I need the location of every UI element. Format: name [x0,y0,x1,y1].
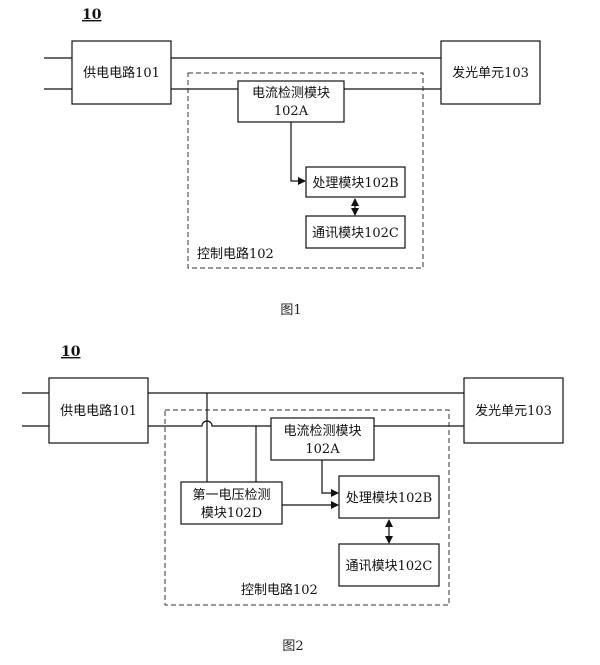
fig1-reference-number: 10 [82,7,102,23]
fig1-power-supply-label: 供电电路101 [83,65,160,81]
figure-1: 10 供电电路101 发光单元103 电流检测模块 102A 处理模块102B … [44,7,541,318]
fig2-comm-box [338,543,440,587]
fig1-light-unit-label: 发光单元103 [452,65,529,81]
fig2-current-detect-label-1: 电流检测模块 [283,424,361,439]
fig2-power-supply-label: 供电电路101 [60,403,137,419]
fig1-comm-box [305,215,406,249]
fig2-control-circuit-boundary [164,409,450,606]
fig1-current-detect-box [237,80,345,123]
fig1-process-label: 处理模块102B [312,176,398,191]
fig1-control-circuit-label: 控制电路102 [197,246,274,262]
fig2-process-label: 处理模块102B [346,491,432,506]
fig2-control-circuit-label: 控制电路102 [241,582,318,598]
fig2-current-detect-label-2: 102A [305,442,340,457]
fig2-comm-label: 通讯模块102C [346,559,433,574]
fig2-light-unit-box [463,377,564,444]
fig2-reference-number: 10 [61,344,81,360]
fig1-process-box [305,166,406,198]
fig2-arrow-current-to-process [321,460,339,497]
fig1-caption: 图1 [280,303,301,318]
fig2-caption: 图2 [282,639,303,654]
fig1-current-detect-label-2: 102A [274,104,309,119]
fig2-voltage-detect-label-2: 模块102D [201,506,262,521]
fig1-arrow-current-to-process [290,122,306,185]
fig2-voltage-detect-label-1: 第一电压检测 [192,488,270,503]
fig1-control-circuit-boundary [187,72,424,269]
fig2-current-detect-box [270,417,375,461]
fig1-power-supply-box [71,40,172,105]
fig2-process-box [338,475,440,519]
fig2-power-supply-box [48,377,149,444]
fig1-light-unit-box [440,40,541,105]
fig1-comm-label: 通讯模块102C [312,226,399,241]
fig1-current-detect-label-1: 电流检测模块 [252,86,330,101]
figure-2: 10 供电电路101 发光单元103 电流检测模块 102A 第一电压检测 模块… [22,344,564,654]
fig2-wire-bottom-left [148,420,271,427]
fig2-voltage-detect-box [180,481,283,525]
fig2-light-unit-label: 发光单元103 [475,403,552,419]
